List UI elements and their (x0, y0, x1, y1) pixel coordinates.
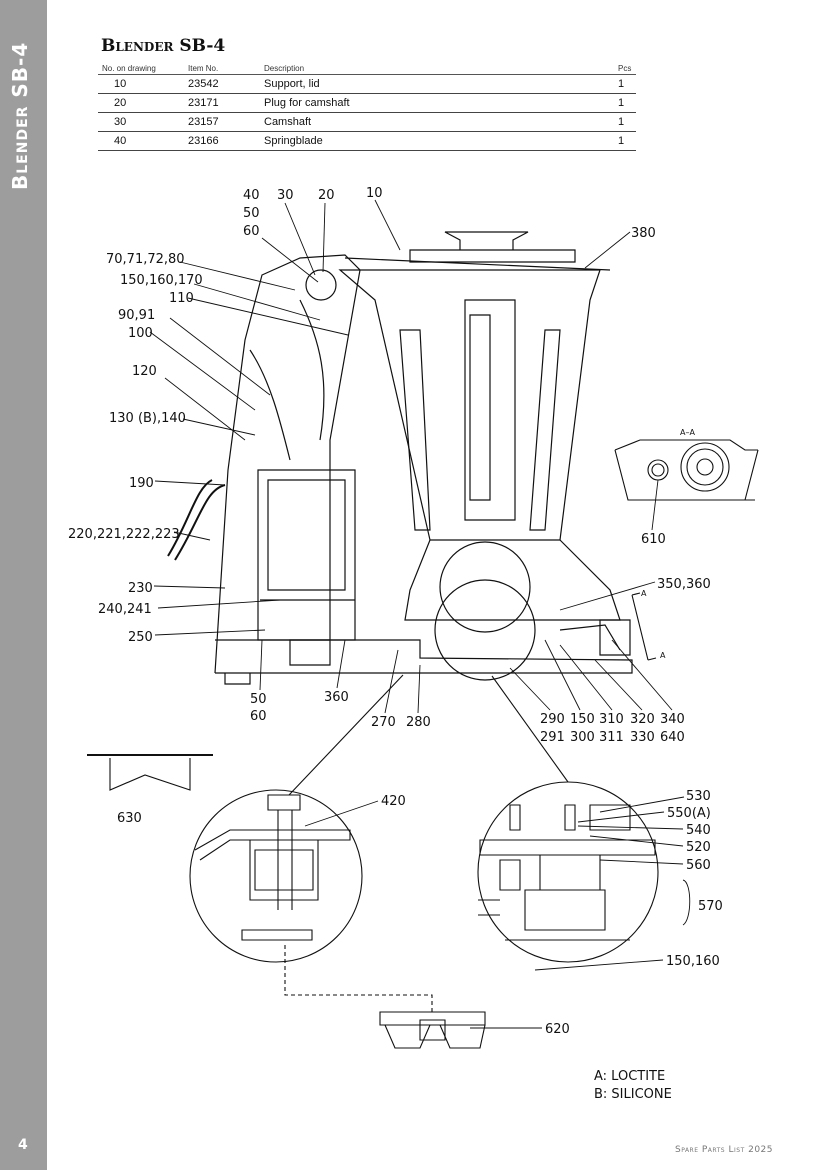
label-70: 70,71,72,80 (106, 252, 185, 267)
label-40: 40 (243, 188, 260, 203)
label-60b: 60 (250, 709, 267, 724)
cell-item-no: 23171 (184, 93, 260, 113)
label-340: 340 (660, 712, 685, 727)
detail-circle-left (189, 674, 433, 1012)
label-150c: 150,160 (666, 954, 720, 969)
note-loctite: A: LOCTITE (594, 1069, 665, 1084)
label-10: 10 (366, 186, 383, 201)
notes: A: LOCTITE B: SILICONE (594, 1069, 672, 1102)
label-380: 380 (631, 226, 656, 241)
table-row: 40 23166 Springblade 1 (98, 131, 636, 151)
page-title: Blender SB-4 (101, 36, 226, 56)
label-310: 310 (599, 712, 624, 727)
label-190: 190 (129, 476, 154, 491)
col-item-no: Item No. (184, 62, 260, 75)
table-row: 20 23171 Plug for camshaft 1 (98, 93, 636, 113)
label-540: 540 (686, 823, 711, 838)
label-520: 520 (686, 840, 711, 855)
label-291: 291 (540, 730, 565, 745)
label-150b: 150 (570, 712, 595, 727)
label-130: 130 (B),140 (109, 411, 186, 426)
section-aa-detail (614, 439, 759, 661)
label-290: 290 (540, 712, 565, 727)
parts-table: No. on drawing Item No. Description Pcs … (98, 62, 636, 151)
label-630: 630 (117, 811, 142, 826)
cell-description: Camshaft (260, 112, 614, 132)
leader-lines (149, 199, 691, 1029)
label-570: 570 (698, 899, 723, 914)
label-300: 300 (570, 730, 595, 745)
page-number: 4 (18, 1137, 28, 1153)
label-a-bottom: A (660, 651, 666, 660)
label-330: 330 (630, 730, 655, 745)
label-230: 230 (128, 581, 153, 596)
col-description: Description (260, 62, 614, 75)
label-110: 110 (169, 291, 194, 306)
label-320: 320 (630, 712, 655, 727)
label-50: 50 (243, 206, 260, 221)
label-550: 550(A) (667, 806, 711, 821)
label-100: 100 (128, 326, 153, 341)
label-420: 420 (381, 794, 406, 809)
cell-description: Springblade (260, 131, 614, 151)
label-90: 90,91 (118, 308, 155, 323)
cell-item-no: 23542 (184, 74, 260, 94)
cell-item-no: 23157 (184, 112, 260, 132)
label-120: 120 (132, 364, 157, 379)
cell-drawing-no: 30 (98, 112, 184, 132)
cell-pcs: 1 (614, 74, 636, 94)
label-270: 270 (371, 715, 396, 730)
cell-drawing-no: 40 (98, 131, 184, 151)
blender-outline (167, 231, 633, 685)
cell-item-no: 23166 (184, 131, 260, 151)
label-620: 620 (545, 1022, 570, 1037)
table-header-row: No. on drawing Item No. Description Pcs (98, 62, 636, 75)
cell-drawing-no: 20 (98, 93, 184, 113)
col-drawing-no: No. on drawing (98, 62, 184, 75)
label-560: 560 (686, 858, 711, 873)
label-50b: 50 (250, 692, 267, 707)
label-530: 530 (686, 789, 711, 804)
table-row: 30 23157 Camshaft 1 (98, 112, 636, 132)
footer: Spare Parts List 2025 (675, 1145, 773, 1155)
note-silicone: B: SILICONE (594, 1087, 672, 1102)
label-section-aa: A–A (680, 428, 695, 437)
cell-pcs: 1 (614, 131, 636, 151)
callout-labels: 40 50 60 30 20 10 380 70,71,72,80 150,16… (68, 186, 723, 1037)
label-610: 610 (641, 532, 666, 547)
label-280: 280 (406, 715, 431, 730)
label-350: 350,360 (657, 577, 711, 592)
table-row: 10 23542 Support, lid 1 (98, 74, 636, 94)
label-220: 220,221,222,223 (68, 527, 180, 542)
label-250: 250 (128, 630, 153, 645)
detail-circle-right (477, 675, 659, 963)
cell-description: Support, lid (260, 74, 614, 94)
cell-drawing-no: 10 (98, 74, 184, 94)
cell-description: Plug for camshaft (260, 93, 614, 113)
label-20: 20 (318, 188, 335, 203)
part-620 (379, 1011, 486, 1049)
label-640: 640 (660, 730, 685, 745)
label-a-top: A (641, 589, 647, 598)
label-240: 240,241 (98, 602, 152, 617)
cell-pcs: 1 (614, 112, 636, 132)
label-360: 360 (324, 690, 349, 705)
col-pcs: Pcs (614, 62, 636, 75)
cell-pcs: 1 (614, 93, 636, 113)
side-bar (0, 0, 47, 1170)
label-60: 60 (243, 224, 260, 239)
label-30: 30 (277, 188, 294, 203)
part-630 (87, 754, 213, 791)
label-311: 311 (599, 730, 624, 745)
label-150: 150,160,170 (120, 273, 203, 288)
